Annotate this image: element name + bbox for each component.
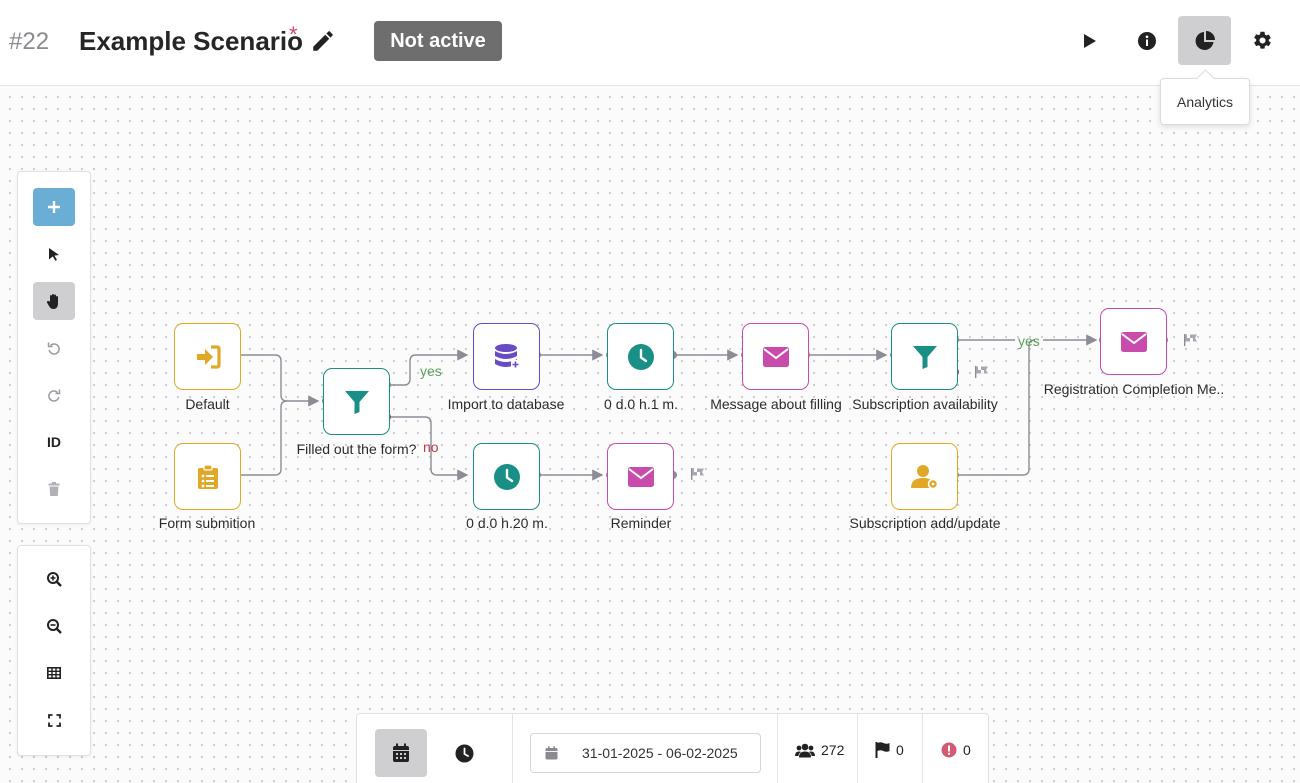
alert-circle-icon	[941, 742, 957, 758]
node-filled-out-form[interactable]	[323, 368, 390, 435]
node-delay-20m[interactable]	[473, 443, 540, 510]
node-label: Subscription availability	[852, 396, 998, 412]
trash-icon	[48, 482, 60, 496]
expand-icon	[47, 713, 61, 727]
user-edit-icon	[910, 464, 938, 489]
play-icon	[1083, 33, 1096, 48]
users-icon	[795, 743, 815, 757]
cursor-icon	[49, 248, 59, 261]
scenario-title: Example Scenario	[79, 26, 303, 56]
grid-icon	[47, 667, 61, 679]
grid-toggle-button[interactable]	[33, 654, 75, 692]
divider	[922, 714, 923, 783]
info-icon	[1137, 31, 1156, 50]
errors-count: 0	[963, 742, 971, 758]
divider	[512, 714, 513, 783]
clock-icon	[493, 463, 520, 490]
toggle-ids-button[interactable]: ID	[47, 434, 61, 450]
finished-stat[interactable]: 0	[875, 742, 904, 758]
undo-button[interactable]	[33, 329, 75, 367]
node-form-submition[interactable]	[174, 443, 241, 510]
calendar-icon	[545, 746, 558, 760]
fit-to-screen-button[interactable]	[33, 701, 75, 739]
analytics-button[interactable]	[1178, 16, 1231, 65]
undo-icon	[47, 342, 60, 355]
add-node-button[interactable]	[33, 188, 75, 226]
node-label: Registration Completion Me..	[1043, 381, 1225, 397]
clock-icon	[455, 744, 473, 762]
unsaved-indicator: *	[289, 22, 298, 47]
node-label: Default	[185, 396, 230, 412]
node-label: Subscription add/update	[849, 515, 1001, 531]
pie-chart-icon	[1195, 30, 1215, 50]
pan-tool-button[interactable]	[33, 282, 75, 320]
analytics-tooltip: Analytics	[1160, 78, 1250, 125]
node-message-filling[interactable]	[742, 323, 809, 390]
node-label: Form submition	[158, 515, 256, 531]
zoom-out-icon	[46, 618, 62, 634]
node-subscription-add-update[interactable]	[891, 443, 958, 510]
checkered-flag-icon	[1184, 334, 1197, 346]
header: #22 Example Scenario * Not active	[0, 0, 1300, 86]
redo-icon	[48, 389, 61, 402]
redo-button[interactable]	[33, 376, 75, 414]
filter-icon	[344, 390, 369, 414]
scenario-canvas[interactable]	[0, 87, 1300, 783]
scenario-id: #22	[9, 28, 50, 55]
status-badge: Not active	[374, 21, 502, 61]
filter-icon	[912, 345, 937, 369]
node-subscription-availability[interactable]	[891, 323, 958, 390]
run-button[interactable]	[1062, 16, 1115, 65]
gear-icon	[1254, 31, 1271, 49]
delete-button[interactable]	[33, 470, 75, 508]
date-range-value: 31-01-2025 - 06-02-2025	[582, 745, 738, 761]
info-button[interactable]	[1120, 16, 1173, 65]
node-registration-completion[interactable]	[1100, 308, 1167, 375]
analytics-bar: 31-01-2025 - 06-02-2025 272 0 0	[356, 713, 989, 783]
node-label: Filled out the form?	[296, 441, 417, 457]
zoom-in-button[interactable]	[33, 560, 75, 598]
select-tool-button[interactable]	[33, 235, 75, 273]
hand-icon	[46, 293, 58, 309]
node-default[interactable]	[174, 323, 241, 390]
envelope-icon	[1120, 331, 1147, 352]
zoom-out-button[interactable]	[33, 607, 75, 645]
divider	[777, 714, 778, 783]
tools-toolbar: ID	[17, 171, 91, 524]
calendar-icon	[393, 743, 409, 762]
clock-icon	[627, 343, 654, 370]
date-range-mode-button[interactable]	[375, 729, 427, 777]
node-delay-1m[interactable]	[607, 323, 674, 390]
edge-label-no: no	[423, 439, 439, 455]
zoom-toolbar	[17, 545, 91, 756]
checkered-flag-icon	[975, 366, 988, 378]
zoom-in-icon	[46, 571, 62, 587]
pencil-icon[interactable]	[310, 28, 336, 54]
flag-icon	[875, 742, 890, 758]
finished-count: 0	[896, 742, 904, 758]
edge-label-yes: yes	[1018, 333, 1040, 349]
node-label: 0 d.0 h.1 m.	[604, 396, 678, 412]
node-label: Message about filling	[710, 396, 842, 412]
database-icon	[494, 343, 520, 369]
settings-button[interactable]	[1236, 16, 1289, 65]
plus-icon	[48, 201, 60, 213]
clipboard-list-icon	[197, 463, 218, 489]
contacts-count: 272	[821, 742, 845, 758]
node-reminder[interactable]	[607, 443, 674, 510]
realtime-mode-button[interactable]	[438, 729, 490, 777]
envelope-icon	[762, 346, 789, 367]
sign-in-icon	[196, 344, 221, 369]
envelope-icon	[627, 466, 654, 487]
contacts-stat[interactable]: 272	[795, 742, 844, 758]
date-range-input[interactable]: 31-01-2025 - 06-02-2025	[530, 733, 761, 773]
divider	[857, 714, 858, 783]
node-import-database[interactable]	[473, 323, 540, 390]
checkered-flag-icon	[691, 468, 704, 480]
node-label: 0 d.0 h.20 m.	[466, 515, 548, 531]
node-label: Reminder	[610, 515, 672, 531]
edge-label-yes: yes	[420, 363, 442, 379]
errors-stat[interactable]: 0	[941, 742, 971, 758]
node-label: Import to database	[447, 396, 565, 412]
